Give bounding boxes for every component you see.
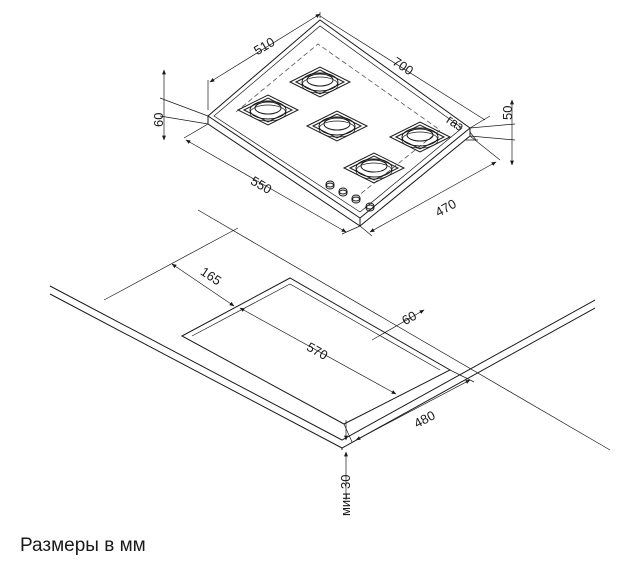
hob-top-surface [207,19,471,219]
hob-drawing: 510 700 60 50 газ 550 470 [151,12,516,237]
hob-depth-label: 700 [390,54,416,79]
knob-1 [325,180,335,190]
cutout-offset-label: 165 [198,264,224,289]
worktop-drawing: 165 60 570 480 мин 30 [49,209,611,516]
cutout-edge-label: 60 [399,308,419,328]
cutout-length-label: 570 [304,339,330,363]
gas-label: газ [444,112,467,134]
hob-side-height-label: 50 [500,106,515,120]
hob-height-label: 60 [151,113,166,127]
burner-front [343,152,405,184]
hob-inner-width-label: 470 [433,196,459,220]
hob-length-label: 550 [248,173,274,197]
min-thickness-label: мин 30 [338,475,353,516]
units-caption: Размеры в мм [20,535,146,556]
knob-3 [351,194,361,204]
burner-right [389,121,451,153]
burner-back [289,66,351,98]
knob-2 [338,187,348,197]
burner-center [306,110,368,142]
hob-side-faces [207,116,471,227]
worktop-outline [49,285,596,441]
burner-left [237,94,299,126]
cutout-width-label: 480 [411,407,437,430]
